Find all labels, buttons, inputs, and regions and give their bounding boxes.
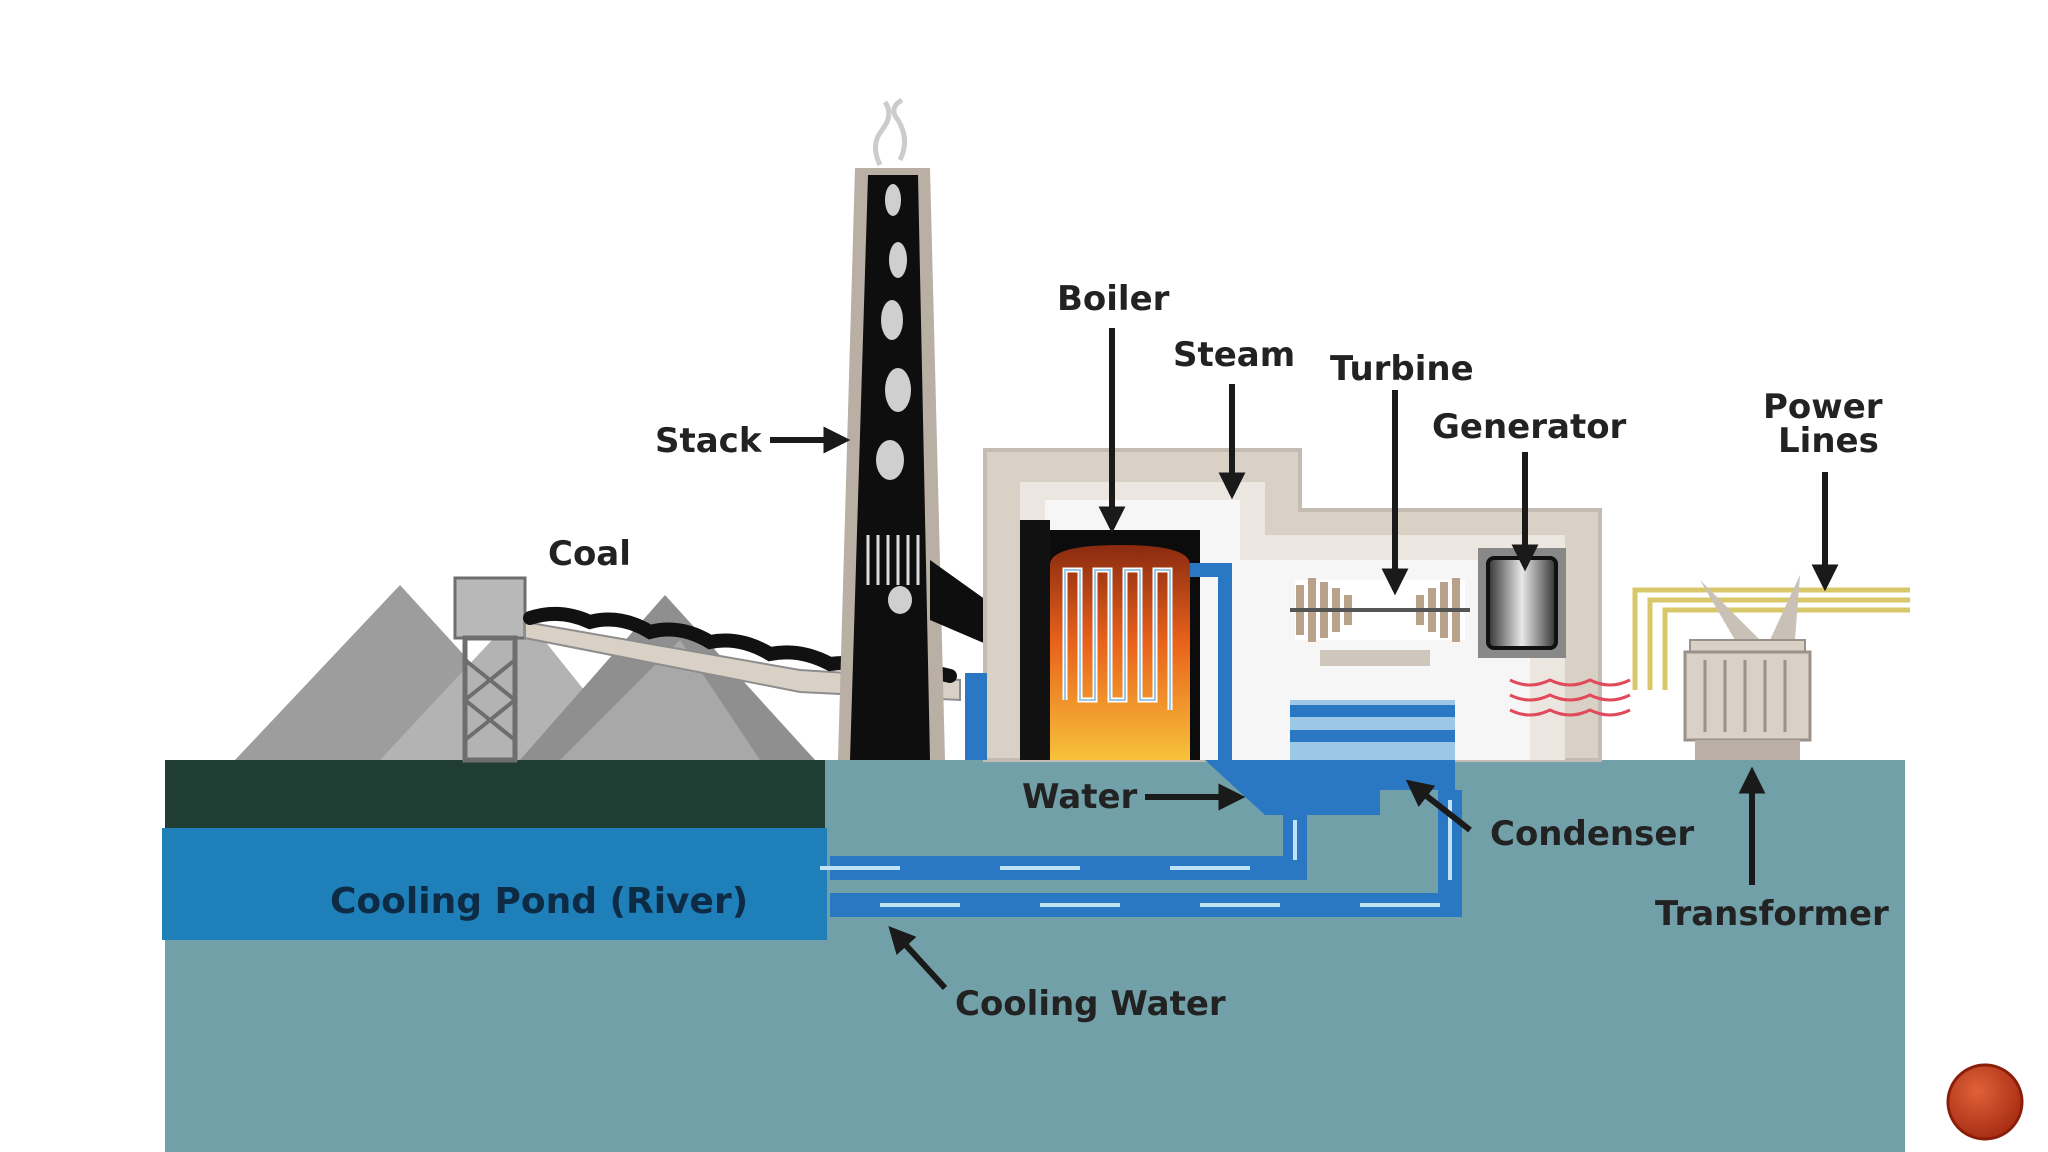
coal-silo — [453, 576, 527, 763]
cooling-pond — [162, 828, 827, 940]
smoke-stack — [838, 97, 1000, 760]
coal-piles — [235, 585, 815, 760]
label-stack: Stack — [655, 421, 763, 461]
label-coal: Coal — [548, 534, 631, 574]
labels: Stack Coal Boiler Steam Turbine Generato… — [330, 279, 1889, 1024]
label-steam: Steam — [1173, 335, 1295, 375]
label-power-lines-2: Lines — [1778, 421, 1879, 461]
condenser — [1205, 700, 1455, 815]
label-water: Water — [1022, 777, 1138, 817]
boiler — [965, 520, 1232, 760]
label-cooling-pond: Cooling Pond (River) — [330, 881, 748, 922]
cooling-water-pipes — [820, 790, 1462, 917]
cooling-water-arrow — [888, 926, 948, 991]
label-condenser: Condenser — [1490, 814, 1694, 854]
label-turbine: Turbine — [1330, 349, 1474, 389]
turbine — [1290, 578, 1470, 666]
condenser-arrow — [1405, 779, 1472, 833]
transformer — [1683, 575, 1812, 760]
next-slide-button[interactable] — [1946, 1063, 2024, 1141]
label-power-lines-1: Power — [1763, 387, 1883, 427]
label-generator: Generator — [1432, 407, 1627, 447]
cooling-pond-top — [165, 760, 825, 828]
label-boiler: Boiler — [1057, 279, 1170, 319]
label-cooling-water: Cooling Water — [955, 984, 1226, 1024]
label-transformer: Transformer — [1655, 894, 1889, 934]
callout-arrows — [770, 328, 1839, 991]
circle-next-icon — [1946, 1063, 2024, 1141]
